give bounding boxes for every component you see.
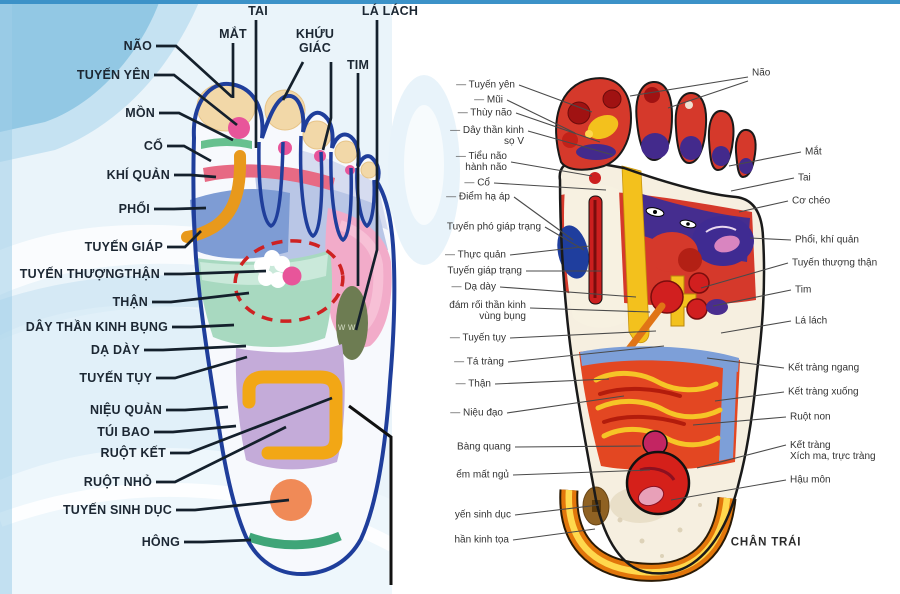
leader-line: [176, 498, 290, 512]
leader-line: [696, 444, 787, 469]
leader-line: [506, 395, 625, 414]
leader-line: [518, 84, 593, 113]
leader-line: [154, 206, 207, 211]
leader-line: [700, 262, 789, 289]
leader-line: [321, 62, 333, 151]
leader-line: [159, 111, 234, 142]
right-foot-illustration: [555, 77, 766, 582]
leader-line: [156, 355, 248, 380]
leader-line: [167, 144, 212, 163]
leader-line: [184, 538, 252, 544]
leader-line: [174, 173, 217, 179]
leader-line: [515, 112, 601, 143]
leader-line: [514, 504, 600, 516]
leader-line: [499, 286, 637, 298]
leader-line: [714, 391, 785, 402]
leader-line: [544, 226, 585, 251]
leader-line: [494, 378, 610, 385]
leader-line: [749, 237, 792, 241]
leader-line: [527, 130, 614, 156]
leader-line: [493, 182, 607, 191]
leader-line: [172, 323, 235, 329]
leader-line: [154, 424, 237, 434]
leader-line: [164, 269, 267, 276]
leader-line: [354, 20, 379, 331]
leader-line: [712, 289, 792, 307]
leader-line: [156, 44, 233, 98]
leader-line: [629, 76, 749, 97]
leader-line: [509, 245, 591, 256]
leader-line: [152, 291, 250, 304]
leader-line: [170, 396, 333, 455]
leader-line: [720, 320, 792, 334]
leader-line: [670, 479, 787, 501]
leader-line: [514, 445, 642, 448]
leader-line: [730, 177, 795, 192]
watermark-text: w w: [337, 322, 356, 333]
leader-line: [509, 330, 657, 339]
leader-line: [512, 528, 596, 541]
leader-line: [167, 230, 202, 249]
leader-line: [507, 345, 665, 363]
leader-line: [510, 161, 593, 177]
leader-line: [512, 469, 651, 476]
leader-line: [154, 73, 238, 127]
leader-line: [706, 357, 785, 369]
leader-line: [692, 416, 787, 426]
leader-line: [506, 99, 576, 134]
leader-line: [513, 196, 574, 241]
leader-line: [281, 61, 305, 101]
left-foot-illustration: w w: [181, 81, 397, 585]
leader-line: [529, 307, 651, 313]
leader-line: [144, 344, 247, 352]
leader-line: [166, 405, 229, 412]
leader-line: [667, 80, 749, 109]
leader-line: [728, 151, 802, 167]
leader-line: [738, 200, 789, 213]
leader-line: [156, 425, 287, 484]
